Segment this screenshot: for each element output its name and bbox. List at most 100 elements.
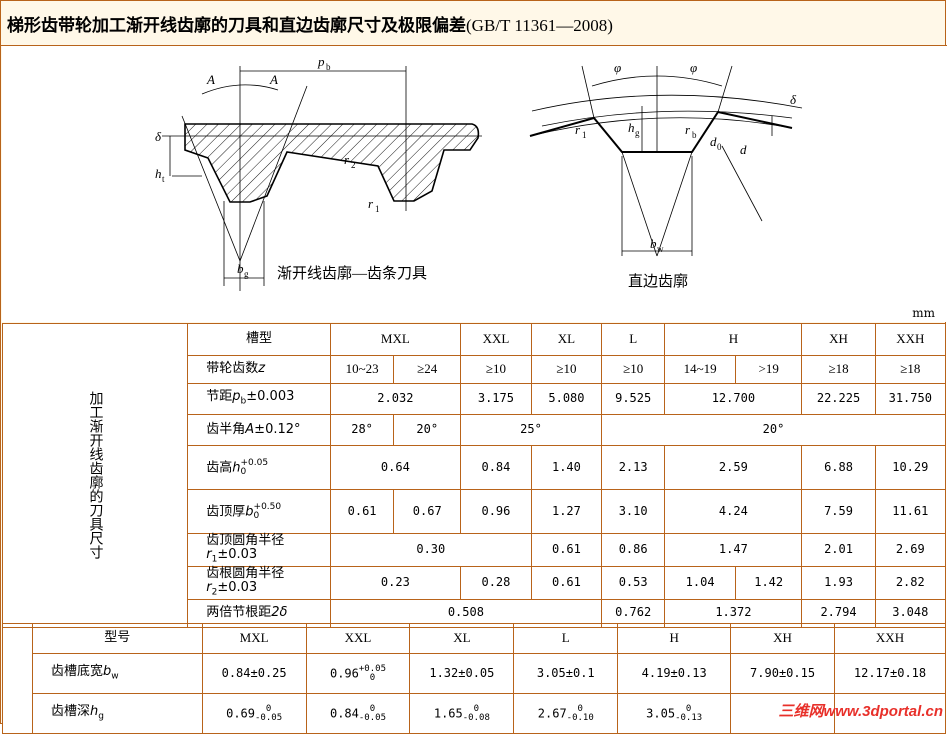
header-type: 槽型 <box>187 323 331 356</box>
label-r1-right-sub: 1 <box>582 130 587 140</box>
cell: 3.175 <box>460 383 532 415</box>
title-rule <box>1 45 947 46</box>
cell: 28° <box>329 414 395 446</box>
label-r2-sub: 2 <box>351 160 356 170</box>
page-title: 梯形齿带轮加工渐开线齿廓的刀具和直边齿廓尺寸及极限偏差(GB/T 11361—2… <box>7 11 613 36</box>
cell: 5.080 <box>530 383 603 415</box>
cell: 2.01 <box>801 533 876 567</box>
cell: 0.762 <box>601 598 666 628</box>
cell: 22.225 <box>801 383 876 415</box>
cell: 10.29 <box>874 445 947 490</box>
label-rb-sub: b <box>692 130 697 140</box>
label-d0-sub: 0 <box>717 142 722 152</box>
cell: 1.372 <box>664 598 803 628</box>
cell: 2.59 <box>664 445 803 490</box>
rack-cutter-diagram: A A p b δ h t r 2 r 1 b g 渐开线齿廓—齿条刀具 <box>155 54 482 291</box>
cell: ≥24 <box>393 355 461 384</box>
tables-area: 加工渐开线齿廓的刀具尺寸 槽型 MXL XXL XL L H XH XXH 带轮… <box>1 323 947 734</box>
tooth-profile-diagrams: A A p b δ h t r 2 r 1 b g 渐开线齿廓—齿条刀具 <box>155 54 803 291</box>
cell: 4.24 <box>664 489 803 534</box>
cell: 0.28 <box>460 565 532 600</box>
cell: 12.17±0.18 <box>834 653 946 694</box>
row-label-r2: 齿根圆角半径r2±0.03 <box>187 565 331 600</box>
header-model: 型号 <box>31 623 203 654</box>
label-delta-right: δ <box>790 92 797 107</box>
cell: 12.700 <box>664 383 803 415</box>
caption-right: 直边齿廓 <box>628 273 688 290</box>
cell: 1.32±0.05 <box>409 653 515 694</box>
table-row: 加工渐开线齿廓的刀具尺寸 槽型 MXL XXL XL L H XH XXH <box>1 323 947 628</box>
label-r2: r <box>344 152 350 167</box>
header-xxl: XXL <box>460 323 532 356</box>
label-phi-right: φ <box>690 60 697 75</box>
side-blank <box>2 623 33 734</box>
cell: 9.525 <box>601 383 666 415</box>
label-bg: b <box>237 261 244 276</box>
row-label-pb: 节距pb±0.003 <box>187 383 331 415</box>
cell: 3.10 <box>601 489 666 534</box>
table-row: 齿半角A±0.12° 28° 20° 25° 20° <box>3 414 946 446</box>
header-mxl: MXL <box>201 623 307 654</box>
cell: 1.40 <box>530 445 603 490</box>
side-label: 加工渐开线齿廓的刀具尺寸 <box>1 323 189 628</box>
cell: 7.59 <box>801 489 876 534</box>
header-h: H <box>617 623 732 654</box>
label-delta-left: δ <box>155 129 162 144</box>
label-ht: h <box>155 166 162 181</box>
cell: 1.27 <box>530 489 603 534</box>
cell: ≥10 <box>601 355 666 384</box>
cell: 7.90±0.15 <box>730 653 836 694</box>
side-label-text: 加工渐开线齿廓的刀具尺寸 <box>87 391 104 560</box>
cell: 20° <box>393 414 461 446</box>
cell: 0.53 <box>601 565 666 600</box>
cell: 31.750 <box>874 383 947 415</box>
title-main: 梯形齿带轮加工渐开线齿廓的刀具和直边齿廓尺寸及极限偏差 <box>7 16 466 36</box>
cell: 3.048 <box>874 598 947 628</box>
cell: 0.64 <box>329 445 462 490</box>
row-label-hg: 齿槽深hg <box>31 693 203 734</box>
header-xxh: XXH <box>834 623 946 654</box>
cell: 0.84±0.25 <box>201 653 307 694</box>
header-xxl: XXL <box>305 623 411 654</box>
label-bg-sub: g <box>244 269 249 279</box>
straight-profile-diagram: φ φ δ r 1 h g r b d 0 d b w 直边齿廓 <box>529 60 803 290</box>
cell: 2.032 <box>329 383 462 415</box>
label-A-right: A <box>269 72 278 87</box>
cutter-dimension-table: 加工渐开线齿廓的刀具尺寸 槽型 MXL XXL XL L H XH XXH 带轮… <box>1 323 947 628</box>
header-xh: XH <box>730 623 836 654</box>
header-mxl: MXL <box>329 323 462 356</box>
table-row: 齿顶圆角半径r1±0.03 0.30 0.61 0.86 1.47 2.01 2… <box>3 533 947 567</box>
row-label-z: 带轮齿数z <box>187 355 331 384</box>
table-row: 型号 MXL XXL XL L H XH XXH <box>2 623 946 734</box>
table-row: 节距pb±0.003 2.032 3.175 5.080 9.525 12.70… <box>3 383 947 415</box>
header-l: L <box>513 623 619 654</box>
cell: 1.93 <box>801 565 876 600</box>
label-hg: h <box>628 120 635 135</box>
cell: 3.05±0.1 <box>513 653 619 694</box>
title-standard: (GB/T 11361—2008) <box>466 16 613 35</box>
label-hg-sub: g <box>635 128 640 138</box>
cell: ≥18 <box>801 355 876 384</box>
cell: 14~19 <box>664 355 736 384</box>
cell: ≥18 <box>874 355 947 384</box>
cell: 25° <box>459 414 603 446</box>
cell: 1.47 <box>664 533 803 567</box>
label-bw: b <box>650 236 657 251</box>
cell: 0.67 <box>393 489 461 534</box>
cell: 0.23 <box>329 565 462 600</box>
cell: ≥10 <box>460 355 532 384</box>
cell: 10~23 <box>329 355 395 384</box>
label-ht-sub: t <box>162 174 165 184</box>
header-xh: XH <box>801 323 876 356</box>
cell: 0.30 <box>329 533 532 567</box>
label-rb: r <box>685 122 691 137</box>
label-r1-right: r <box>575 122 581 137</box>
cell: 0.84 <box>460 445 532 490</box>
